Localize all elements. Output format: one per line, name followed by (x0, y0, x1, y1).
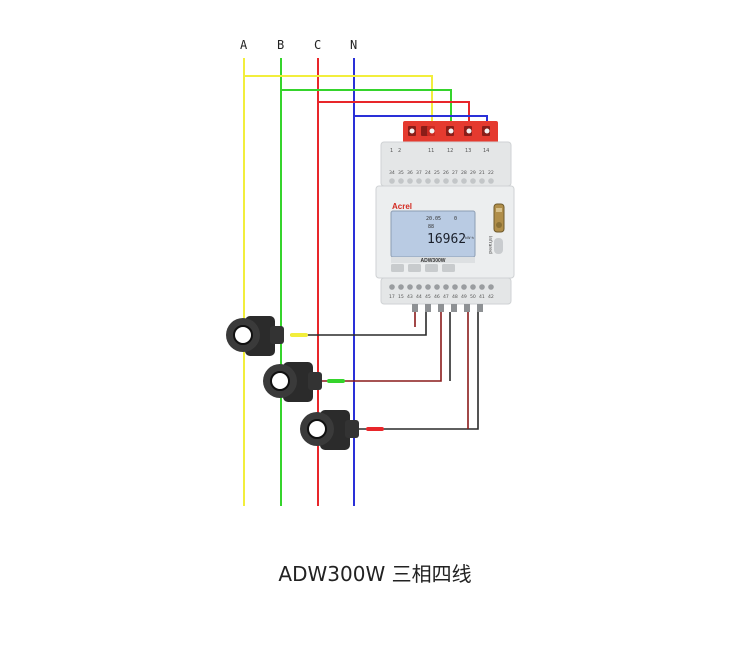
meter-model-label: ADW300W (420, 258, 445, 264)
upper-terminal-label: 36 (407, 170, 413, 176)
bottom-terminal-label: 15 (398, 294, 404, 300)
lcd-top-left-readout: 20.05 (426, 216, 441, 222)
upper-terminal-label: 27 (452, 170, 458, 176)
bottom-terminal-label: 17 (389, 294, 395, 300)
meter-button[interactable] (442, 264, 455, 272)
upper-terminal-label: 28 (461, 170, 467, 176)
lcd-unit: kW·h (465, 236, 474, 240)
diagram-caption: ADW300W 三相四线 (278, 562, 472, 586)
bottom-terminal-label: 43 (407, 294, 413, 300)
phase-b-label: B (277, 38, 285, 52)
ct-marker-c (366, 427, 384, 431)
infrared-label: Infrared (487, 236, 493, 254)
bottom-terminal-label: 50 (470, 294, 476, 300)
meter-brand-label: Acrel (392, 202, 412, 211)
bottom-terminal-label: 41 (479, 294, 485, 300)
ct-wire-a-dark (290, 312, 427, 336)
top-terminal-label: 2 (398, 148, 401, 154)
current-transformer-c (300, 410, 359, 450)
bottom-terminal-label: 44 (416, 294, 422, 300)
ct-wire-b-red (312, 312, 442, 382)
ct-marker-b (327, 379, 345, 383)
upper-terminal-label: 22 (488, 170, 494, 176)
upper-terminal-label: 34 (389, 170, 395, 176)
infrared-window (494, 238, 503, 254)
bottom-terminal-label: 47 (443, 294, 449, 300)
top-terminal-label: 11 (428, 148, 434, 154)
neutral-label: N (350, 38, 358, 52)
meter-button[interactable] (391, 264, 404, 272)
bottom-terminal-label: 48 (452, 294, 458, 300)
lcd-main-readout: 16962 (427, 232, 466, 247)
meter-button[interactable] (425, 264, 438, 272)
upper-terminal-label: 37 (416, 170, 422, 176)
bottom-terminal-label: 45 (425, 294, 431, 300)
meter-device: 1 2 11 12 13 14 34 35 36 37 24 25 26 27 … (375, 121, 515, 312)
voltage-wire-a (244, 75, 433, 132)
top-terminal-label: 13 (465, 148, 471, 154)
top-terminal-label: 14 (483, 148, 489, 154)
bottom-terminal-label: 49 (461, 294, 467, 300)
upper-terminal-label: 29 (470, 170, 476, 176)
upper-terminal-label: 35 (398, 170, 404, 176)
upper-terminal-label: 26 (443, 170, 449, 176)
upper-terminal-label: 24 (425, 170, 431, 176)
bottom-terminal-label: 46 (434, 294, 440, 300)
phase-c-label: C (314, 38, 322, 52)
phase-a-label: A (240, 38, 248, 52)
meter-buttons (391, 264, 455, 272)
upper-terminal-label: 25 (434, 170, 440, 176)
top-terminal-label: 12 (447, 148, 453, 154)
current-transformer-a (226, 316, 284, 356)
top-terminal-label: 1 (390, 148, 393, 154)
meter-button[interactable] (408, 264, 421, 272)
lcd-top-right-readout: 0 (454, 216, 457, 222)
ct-marker-a (290, 333, 308, 337)
upper-terminal-label: 21 (479, 170, 485, 176)
lcd-second-readout: 88 (428, 224, 434, 230)
ct-wire-c-dark (350, 312, 479, 430)
bottom-terminal-label: 42 (488, 294, 494, 300)
voltage-wire-b (281, 89, 452, 132)
antenna-icon (493, 203, 505, 233)
current-transformer-b (263, 362, 322, 402)
